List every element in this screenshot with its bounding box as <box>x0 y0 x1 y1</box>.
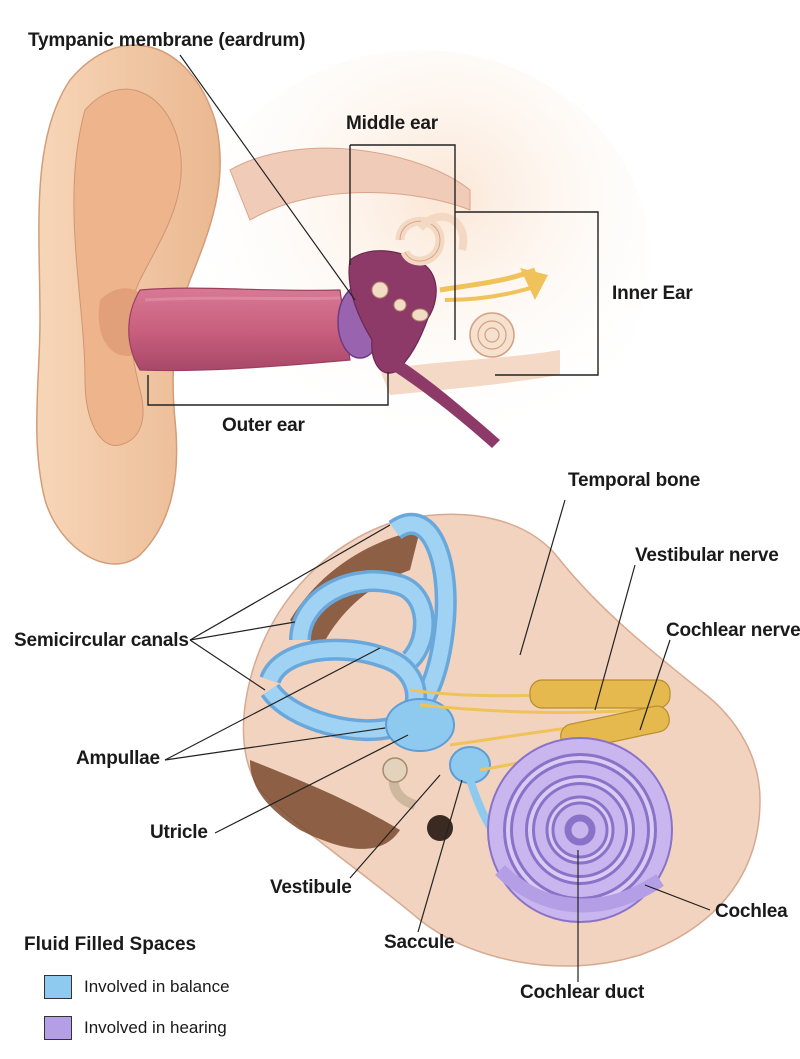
label-tympanic-membrane: Tympanic membrane (eardrum) <box>28 30 305 52</box>
legend-label-balance: Involved in balance <box>84 977 230 997</box>
legend-swatch-hearing <box>44 1016 72 1040</box>
label-temporal-bone: Temporal bone <box>568 470 700 492</box>
malleus <box>372 282 388 298</box>
legend-item-balance: Involved in balance <box>44 975 230 999</box>
legend-label-hearing: Involved in hearing <box>84 1018 227 1038</box>
incus <box>394 299 406 311</box>
label-cochlear-nerve: Cochlear nerve <box>666 620 800 642</box>
label-middle-ear: Middle ear <box>346 113 438 135</box>
label-outer-ear: Outer ear <box>222 415 305 437</box>
label-ampullae: Ampullae <box>76 748 160 770</box>
inner-ear-section <box>165 500 760 982</box>
legend-swatch-balance <box>44 975 72 999</box>
saccule-shape <box>450 747 490 783</box>
label-utricle: Utricle <box>150 822 208 844</box>
label-cochlear-duct: Cochlear duct <box>520 982 644 1004</box>
label-saccule: Saccule <box>384 932 454 954</box>
label-cochlea: Cochlea <box>715 901 788 923</box>
label-vestibular-nerve: Vestibular nerve <box>635 545 779 567</box>
outer-ear-section <box>37 45 650 564</box>
label-inner-ear: Inner Ear <box>612 283 693 305</box>
cochlea-shape <box>488 738 672 922</box>
round-window <box>427 815 453 841</box>
legend-item-hearing: Involved in hearing <box>44 1016 227 1040</box>
label-vestibule: Vestibule <box>270 877 352 899</box>
stapes <box>412 309 428 321</box>
label-semicircular-canals: Semicircular canals <box>14 630 189 652</box>
legend-title: Fluid Filled Spaces <box>24 934 196 956</box>
